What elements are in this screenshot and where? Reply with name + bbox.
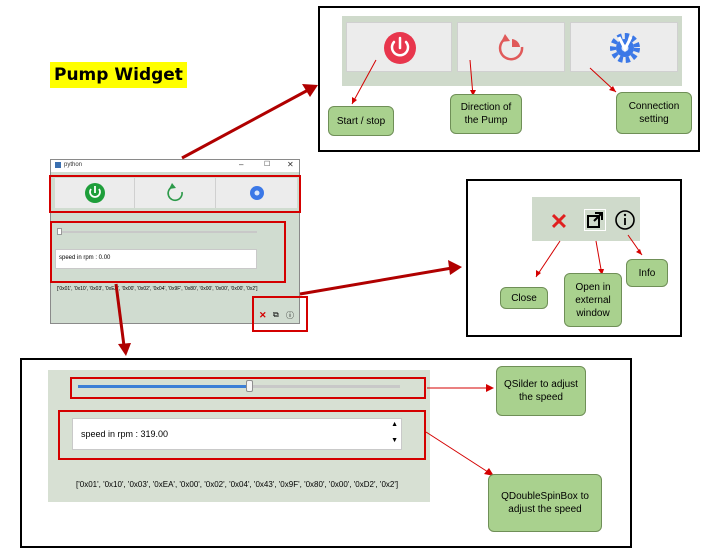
speed-slider-handle[interactable] [245, 380, 253, 392]
minimize-button[interactable]: – [239, 160, 244, 169]
start-stop-button[interactable] [346, 22, 452, 72]
slider-highlight [70, 377, 426, 399]
window-app-icon [55, 162, 61, 168]
maximize-button[interactable]: ☐ [264, 161, 271, 168]
spinbox-highlight [58, 410, 426, 460]
mini-speed-text: speed in rpm : 0.00 [59, 255, 111, 261]
power-icon [384, 32, 416, 64]
close-callout: Close [500, 287, 548, 309]
speed-slider-fill [78, 385, 249, 388]
mini-external-window-icon[interactable]: ⧉ [273, 310, 279, 319]
open-external-callout: Open in external window [564, 273, 622, 327]
mini-slider-handle[interactable] [57, 228, 62, 235]
window-close-button[interactable]: ✕ [287, 160, 294, 169]
controls-highlight [50, 221, 286, 283]
start-stop-callout: Start / stop [328, 106, 394, 136]
connection-callout: Connection setting [616, 92, 692, 134]
info-callout: Info [626, 259, 668, 287]
mini-bytes-text: ['0x01', '0x10', '0x03', '0xEA', '0x00',… [57, 286, 258, 292]
mini-close-icon[interactable]: ✕ [259, 310, 267, 320]
speed-text: speed in rpm : 319.00 [81, 429, 169, 439]
bottom-panel-arrows [425, 384, 494, 476]
info-icon[interactable] [614, 209, 636, 231]
spinbox-callout: QDoubleSpinBox to adjust the speed [488, 474, 602, 532]
mini-info-icon[interactable]: ⓘ [286, 311, 294, 320]
button-bar-highlight [49, 175, 301, 213]
direction-icon [498, 34, 524, 61]
mini-window-title: python [64, 162, 83, 168]
spin-up-arrow[interactable]: ▲ [391, 421, 398, 428]
top-button-panel: Start / stop Direction of the Pump Conne… [318, 6, 700, 152]
speed-spinbox[interactable]: speed in rpm : 319.00 ▲ ▼ [72, 418, 402, 450]
close-icon[interactable]: ✕ [549, 209, 569, 234]
page-title: Pump Widget [50, 62, 187, 88]
bottom-controls-panel: speed in rpm : 319.00 ▲ ▼ ['0x01', '0x10… [20, 358, 632, 548]
mini-connection-button[interactable] [217, 178, 297, 208]
mini-slider-track[interactable] [59, 231, 257, 233]
top-panel-arrows [351, 59, 617, 105]
direction-button[interactable] [457, 22, 565, 72]
mini-window-titlebar: python – ☐ ✕ [51, 160, 299, 172]
mini-start-stop-button[interactable] [55, 178, 135, 208]
top-button-bar [342, 16, 682, 86]
gear-icon [610, 33, 640, 63]
direction-callout: Direction of the Pump [450, 94, 522, 134]
right-icon-bar: ✕ [532, 197, 640, 241]
tool-icons-highlight [252, 296, 308, 332]
mini-power-icon [85, 183, 105, 203]
right-icons-panel: ✕ Close Open in external window Info [466, 179, 682, 337]
spin-down-arrow[interactable]: ▼ [391, 437, 398, 444]
mini-button-bar [55, 178, 297, 208]
mini-direction-icon [167, 183, 183, 202]
mini-direction-button[interactable] [136, 178, 216, 208]
mini-gear-icon [250, 186, 264, 200]
external-window-icon[interactable] [584, 209, 606, 231]
bytes-text: ['0x01', '0x10', '0x03', '0xEA', '0x00',… [76, 480, 399, 489]
slider-callout: QSilder to adjust the speed [496, 366, 586, 416]
mini-python-window: python – ☐ ✕ speed in rpm : 0.0 [50, 159, 300, 324]
mini-speed-spinbox[interactable]: speed in rpm : 0.00 [55, 249, 257, 269]
connection-settings-button[interactable] [570, 22, 678, 72]
